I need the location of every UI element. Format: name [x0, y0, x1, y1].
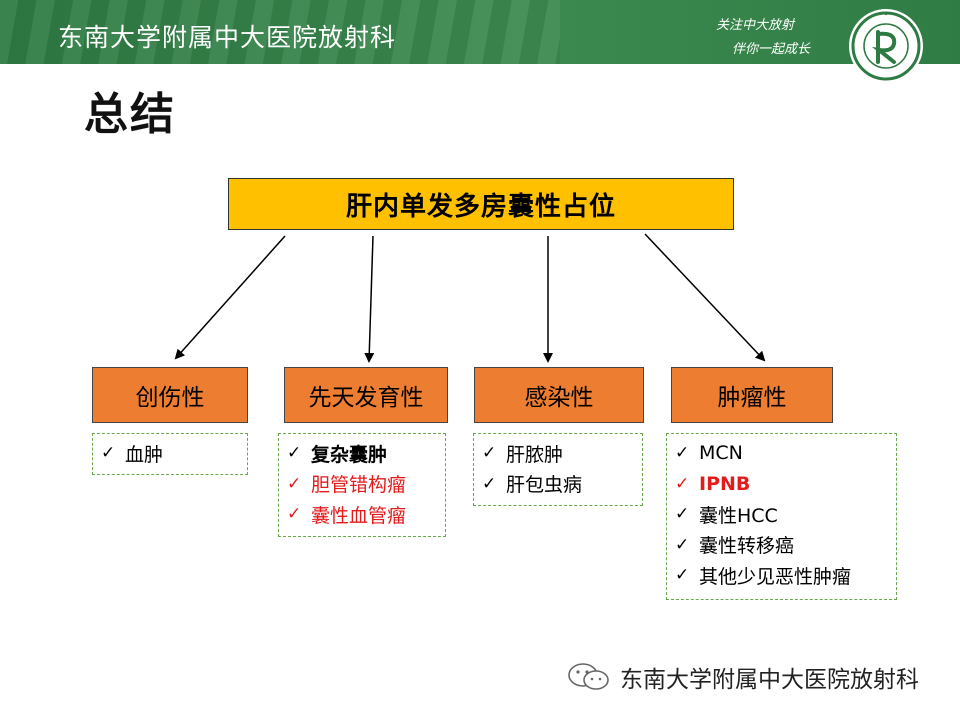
list-item-label: 复杂囊肿: [311, 443, 388, 466]
main-topic-box: 肝内单发多房囊性占位: [228, 178, 734, 230]
category-trauma: 创伤性: [92, 367, 248, 423]
wechat-icon: [568, 663, 609, 690]
check-icon: ✓: [287, 443, 302, 464]
list-item: ✓ IPNB: [675, 469, 896, 500]
check-icon: ✓: [675, 473, 690, 494]
footer-text: 东南大学附属中大医院放射科: [620, 667, 919, 693]
list-tumor: ✓ MCN ✓ IPNB ✓ 囊性HCC ✓ 囊性转移癌 ✓ 其他少见恶性肿瘤: [666, 433, 897, 600]
check-icon: ✓: [287, 504, 302, 525]
list-item: ✓ MCN: [675, 438, 896, 469]
footer-watermark: 东南大学附属中大医院放射科: [566, 660, 919, 694]
list-item-label: 肝包虫病: [506, 474, 583, 497]
list-item-label: MCN: [699, 442, 743, 465]
check-icon: ✓: [675, 534, 690, 555]
header-bar: 东南大学附属中大医院放射科 关注中大放射 伴你一起成长: [0, 0, 960, 64]
slogan-line-2: 伴你一起成长: [732, 42, 811, 57]
slide-title: 总结: [84, 89, 176, 140]
list-trauma: ✓ 血肿: [92, 433, 248, 475]
header-texture: [0, 0, 560, 64]
list-infection: ✓ 肝脓肿 ✓ 肝包虫病: [473, 433, 643, 506]
check-icon: ✓: [675, 565, 690, 586]
category-congenital: 先天发育性: [284, 367, 448, 423]
list-item-label: 囊性转移癌: [699, 535, 795, 558]
check-icon: ✓: [482, 443, 497, 464]
list-item-label: 其他少见恶性肿瘤: [699, 565, 852, 588]
list-item-label: 肝脓肿: [506, 443, 564, 466]
list-item-label: 囊性HCC: [699, 504, 778, 527]
check-icon: ✓: [675, 504, 690, 525]
hospital-radiology-logo-icon: [849, 9, 923, 83]
list-item: ✓ 囊性HCC: [675, 499, 896, 530]
list-item-label: IPNB: [699, 472, 751, 495]
list-item-label: 胆管错构瘤: [311, 474, 407, 497]
list-item: ✓ 血肿: [101, 438, 247, 469]
list-item: ✓ 囊性血管瘤: [287, 499, 445, 530]
arrow-to-congenital: [364, 235, 375, 363]
check-icon: ✓: [101, 443, 116, 464]
list-item-label: 囊性血管瘤: [311, 504, 407, 527]
list-item: ✓ 复杂囊肿: [287, 438, 445, 469]
arrow-to-trauma: [174, 235, 286, 360]
check-icon: ✓: [482, 473, 497, 494]
list-item: ✓ 肝包虫病: [482, 469, 642, 500]
category-infection: 感染性: [474, 367, 644, 423]
check-icon: ✓: [287, 473, 302, 494]
list-item-label: 血肿: [125, 443, 164, 466]
slogan-line-1: 关注中大放射: [716, 18, 795, 33]
list-item: ✓ 胆管错构瘤: [287, 469, 445, 500]
arrow-to-tumor: [644, 233, 766, 362]
category-tumor: 肿瘤性: [671, 367, 833, 423]
check-icon: ✓: [675, 443, 690, 464]
list-congenital: ✓ 复杂囊肿 ✓ 胆管错构瘤 ✓ 囊性血管瘤: [278, 433, 446, 537]
list-item: ✓ 囊性转移癌: [675, 530, 896, 561]
header-title: 东南大学附属中大医院放射科: [58, 23, 397, 52]
list-item: ✓ 肝脓肿: [482, 438, 642, 469]
list-item: ✓ 其他少见恶性肿瘤: [675, 560, 896, 591]
